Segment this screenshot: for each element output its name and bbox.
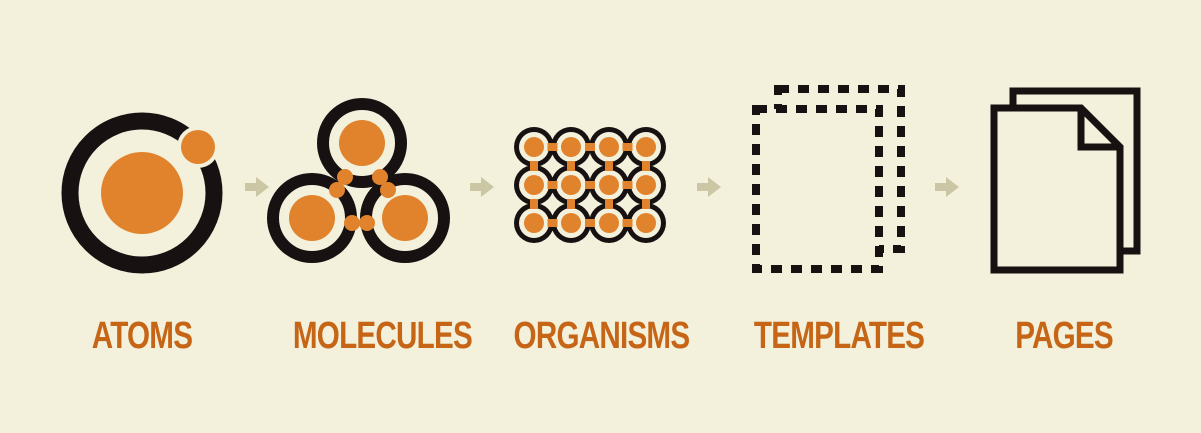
stage-label-atoms: ATOMS bbox=[91, 315, 193, 357]
arrow-right-icon bbox=[470, 177, 494, 197]
organism-cell bbox=[599, 175, 619, 195]
organism-cell bbox=[524, 213, 544, 233]
organism-connector bbox=[622, 143, 633, 151]
organism-cell bbox=[636, 213, 656, 233]
organism-cell bbox=[561, 175, 581, 195]
organism-connector bbox=[585, 143, 595, 151]
arrow-right-icon bbox=[697, 177, 721, 197]
organism-cell bbox=[524, 137, 544, 157]
stage-label-pages: PAGES bbox=[1015, 315, 1113, 357]
organism-cell bbox=[599, 213, 619, 233]
organism-connector bbox=[642, 199, 650, 209]
organism-cell bbox=[524, 175, 544, 195]
organism-connector bbox=[567, 199, 575, 209]
arrow-right-icon bbox=[245, 177, 269, 197]
organism-connector bbox=[530, 199, 538, 209]
organism-connector bbox=[547, 181, 558, 189]
organism-connector bbox=[530, 161, 538, 171]
organism-connector bbox=[585, 181, 595, 189]
organism-cell bbox=[599, 137, 619, 157]
stage-label-molecules: MOLECULES bbox=[292, 315, 473, 357]
organism-cell bbox=[636, 137, 656, 157]
arrow-right-icon bbox=[935, 177, 959, 197]
organism-connector bbox=[605, 161, 613, 171]
organism-cell bbox=[561, 213, 581, 233]
organism-connector bbox=[547, 143, 558, 151]
organism-connector bbox=[622, 219, 633, 227]
stage-label-organisms: ORGANISMS bbox=[513, 315, 691, 357]
stage-label-templates: TEMPLATES bbox=[753, 315, 925, 357]
organism-connector bbox=[547, 219, 558, 227]
organism-cell bbox=[636, 175, 656, 195]
organism-connector bbox=[567, 161, 575, 171]
organism-connector bbox=[585, 219, 595, 227]
organism-cell bbox=[561, 137, 581, 157]
organism-connector bbox=[642, 161, 650, 171]
organism-connector bbox=[622, 181, 633, 189]
organism-connector bbox=[605, 199, 613, 209]
